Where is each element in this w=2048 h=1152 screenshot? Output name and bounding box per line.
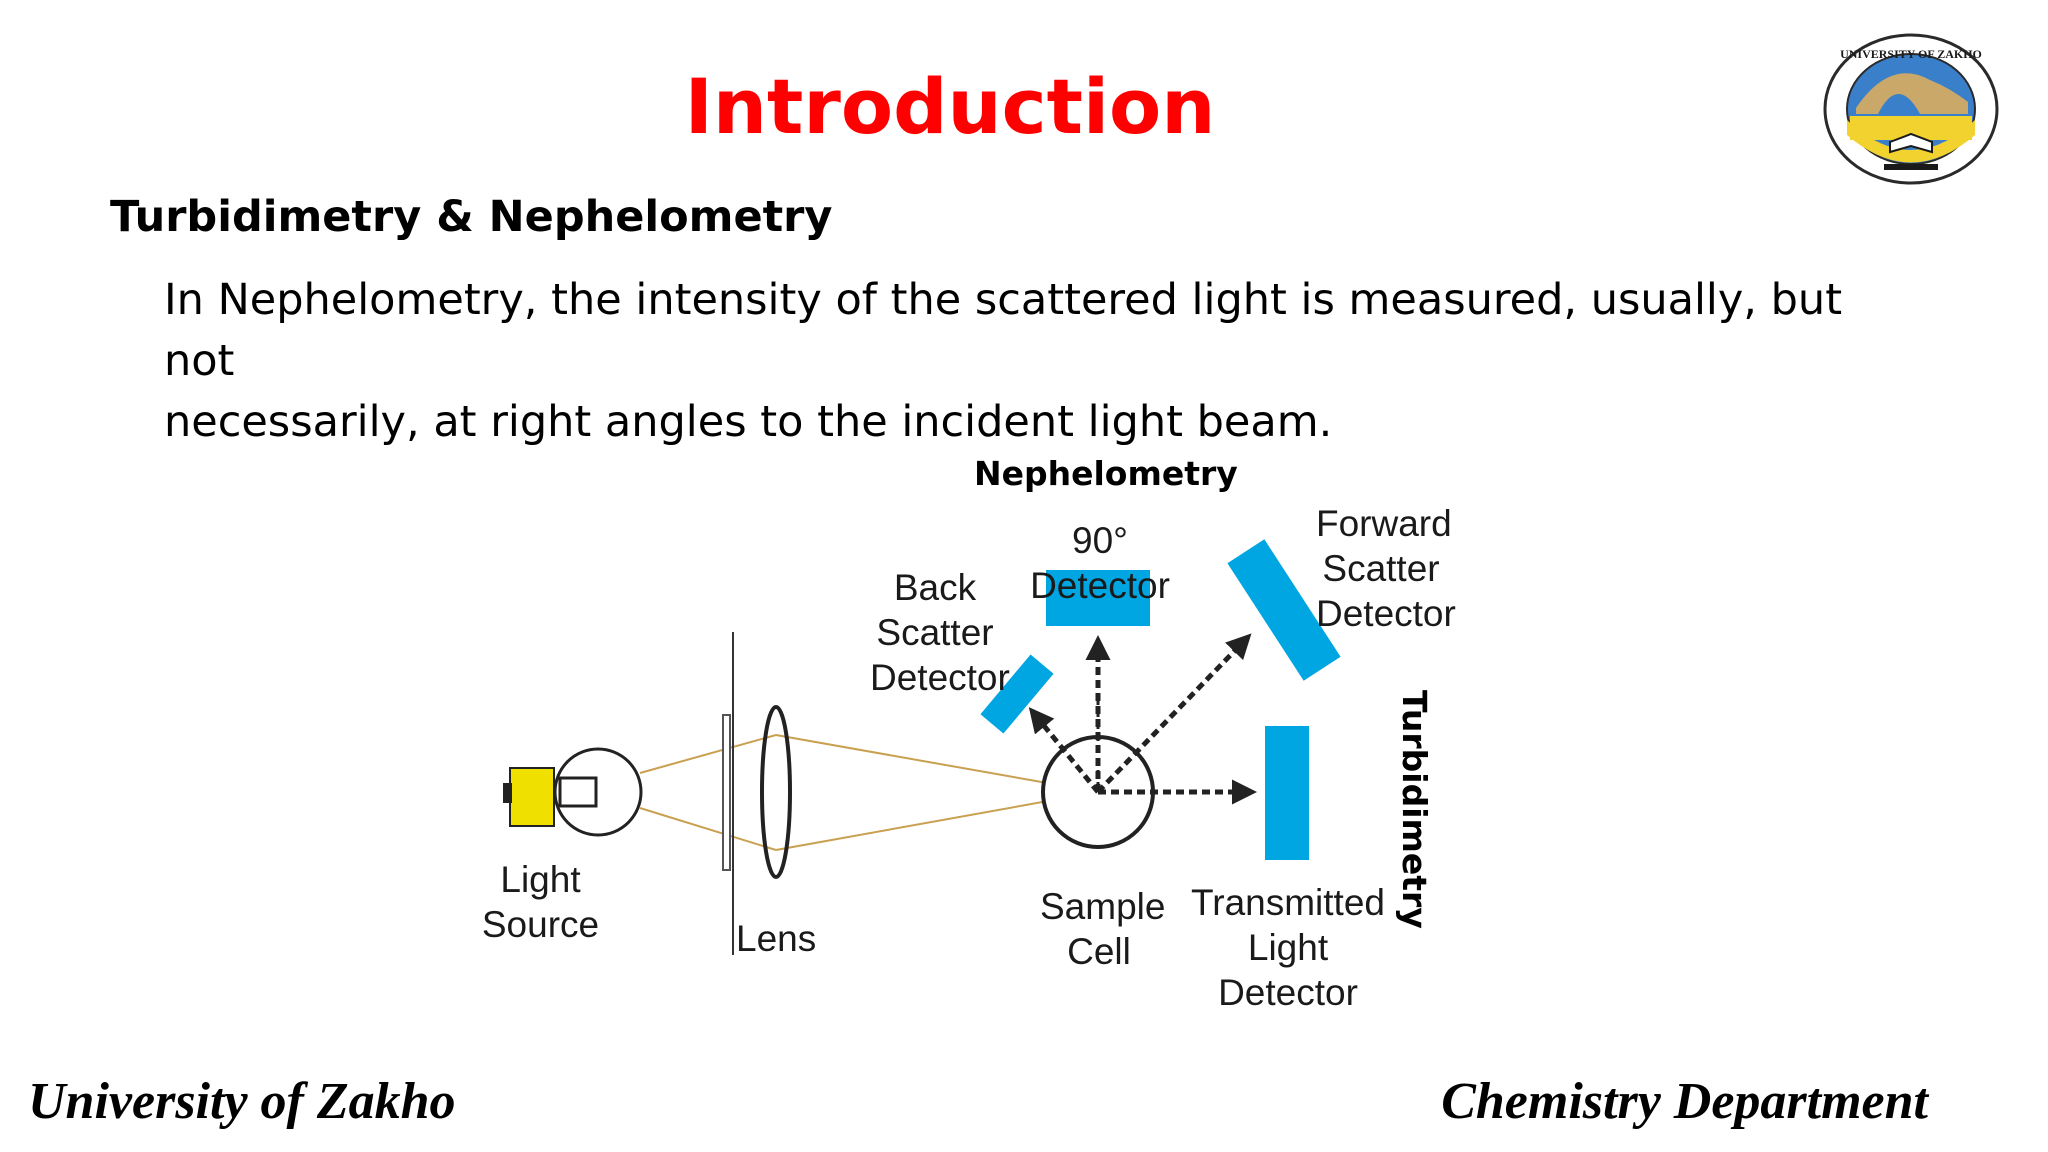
scatter-arrows bbox=[1028, 633, 1257, 805]
back-scatter-label-line1: Back bbox=[893, 567, 977, 608]
forward-scatter-label-line1: Forward bbox=[1316, 503, 1452, 544]
slide-title: Introduction bbox=[684, 62, 1216, 151]
sample-cell-label: Sample Cell bbox=[1040, 884, 1166, 974]
light-source-icon bbox=[503, 747, 643, 837]
back-scatter-label: Back Scatter Detector bbox=[870, 565, 1010, 700]
lens-label: Lens bbox=[736, 918, 817, 959]
light-source-label-line2: Source bbox=[481, 904, 600, 945]
back-scatter-detector-icon bbox=[980, 654, 1054, 734]
transmitted-label-line1: Transmitted bbox=[1191, 882, 1385, 923]
back-scatter-label-line3: Detector bbox=[870, 657, 1010, 698]
footer-university: University of Zakho bbox=[28, 1073, 456, 1130]
detector-90-icon bbox=[1046, 570, 1150, 626]
nephelometry-group-label: Nephelometry bbox=[974, 454, 1238, 493]
forward-scatter-label: Forward Scatter Detector bbox=[1316, 501, 1456, 636]
transmitted-detector-icon bbox=[1265, 726, 1309, 860]
light-source-label: Light Source bbox=[478, 857, 603, 947]
light-source-label-line1: Light bbox=[500, 859, 581, 900]
forward-scatter-label-line2: Scatter bbox=[1322, 548, 1440, 589]
light-beam bbox=[639, 734, 1099, 851]
transmitted-detector-label: Transmitted Light Detector bbox=[1182, 880, 1394, 1015]
body-line-2: necessarily, at right angles to the inci… bbox=[164, 397, 1333, 447]
sample-cell-label-line2: Cell bbox=[1067, 931, 1131, 972]
turbidimetry-group-label: Turbidimetry bbox=[1395, 690, 1434, 929]
sample-cell-label-line1: Sample bbox=[1040, 886, 1166, 927]
logo-ring-text: UNIVERSITY OF ZAKHO bbox=[1840, 47, 1982, 61]
lens-icon bbox=[760, 705, 792, 879]
detector-90-label: 90° Detector bbox=[1030, 520, 1170, 606]
forward-scatter-label-line3: Detector bbox=[1316, 593, 1456, 634]
section-heading: Turbidimetry & Nephelometry bbox=[110, 192, 833, 242]
transmitted-label-line2: Light Detector bbox=[1218, 927, 1358, 1013]
aperture-slit bbox=[722, 714, 731, 871]
university-logo: UNIVERSITY OF ZAKHO bbox=[1823, 33, 1999, 185]
body-paragraph: In Nephelometry, the intensity of the sc… bbox=[164, 270, 1904, 453]
back-scatter-label-line2: Scatter bbox=[876, 612, 994, 653]
footer-department: Chemistry Department bbox=[1441, 1073, 1928, 1130]
forward-scatter-detector-icon bbox=[1227, 539, 1341, 681]
body-line-1: In Nephelometry, the intensity of the sc… bbox=[164, 275, 1843, 386]
